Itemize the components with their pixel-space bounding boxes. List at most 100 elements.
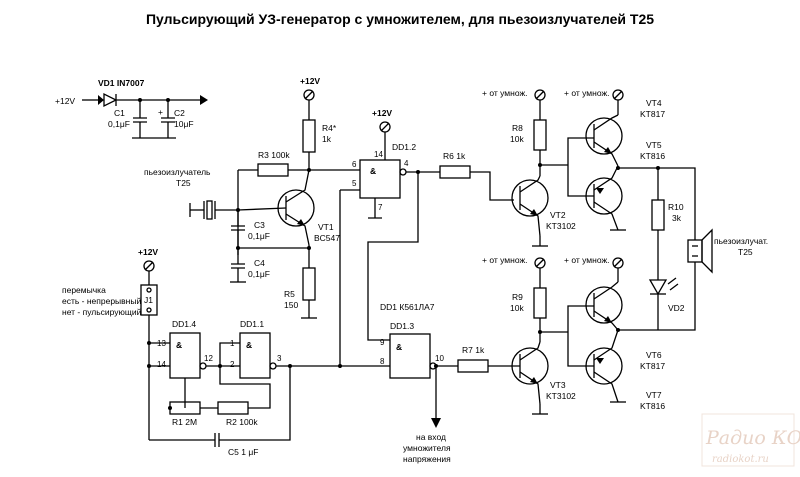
- c2-label: C2: [174, 108, 185, 118]
- c5-label: C5 1 μF: [228, 447, 258, 457]
- r6-label: R6 1k: [443, 151, 466, 161]
- dd11-gate: [239, 332, 271, 379]
- to-mult-3: напряжения: [403, 454, 451, 464]
- r4-value: 1k: [322, 134, 332, 144]
- r4-resistor: [302, 119, 316, 153]
- jumper-label2: есть - непрерывный: [62, 296, 141, 306]
- pin-2: 2: [230, 360, 235, 369]
- vt6-value: KT817: [640, 361, 665, 371]
- plus12-left-label: +12V: [55, 96, 75, 106]
- pin-10: 10: [435, 354, 444, 363]
- c1-value: 0,1μF: [108, 119, 130, 129]
- from-mult-2: + от умнож.: [564, 88, 610, 98]
- pin-5: 5: [352, 179, 357, 188]
- r10-label: R10: [668, 202, 684, 212]
- c2-capacitor: [161, 100, 175, 138]
- plus12-dd12-label: +12V: [372, 108, 392, 118]
- piezo-out-label2: T25: [738, 247, 753, 257]
- dd14-gate: [169, 332, 201, 379]
- r4-label: R4*: [322, 123, 337, 133]
- vd2-label: VD2: [668, 303, 685, 313]
- vt5-value: KT816: [640, 151, 665, 161]
- dd13-amp: &: [396, 342, 402, 352]
- vt2-transistor: [511, 175, 549, 237]
- from-mult-1: + от умнож.: [482, 88, 528, 98]
- power-input-section: +12V VD1 IN7007 C1 0,1μF C2 10μF +: [55, 78, 208, 139]
- vt4-transistor: [585, 114, 623, 167]
- pin-14b: 14: [157, 360, 166, 369]
- vt3-label: VT3: [550, 380, 566, 390]
- c5-capacitor: [149, 366, 291, 447]
- vd1-diode: [103, 92, 118, 108]
- r2-label: R2 100k: [226, 417, 258, 427]
- c2-value: 10μF: [174, 119, 194, 129]
- pin-7: 7: [378, 203, 383, 212]
- vt3-value: KT3102: [546, 391, 576, 401]
- plus12-r4-label: +12V: [300, 76, 320, 86]
- c1-label: C1: [114, 108, 125, 118]
- radiokot-watermark: Радио КОТ radiokot.ru: [701, 413, 800, 467]
- pin-12: 12: [204, 354, 213, 363]
- vt7-label: VT7: [646, 390, 662, 400]
- c2-plus: +: [158, 107, 163, 117]
- dd11-amp: &: [246, 340, 252, 350]
- r6-resistor: [439, 165, 471, 179]
- r8-resistor: [533, 119, 547, 151]
- dd12-label: DD1.2: [392, 142, 416, 152]
- dd11-label: DD1.1: [240, 319, 264, 329]
- r8-label: R8: [512, 123, 523, 133]
- r9-label: R9: [512, 292, 523, 302]
- dd14-label: DD1.4: [172, 319, 196, 329]
- vt5-label: VT5: [646, 140, 662, 150]
- c4-capacitor: [231, 248, 245, 282]
- r7-resistor: [457, 359, 489, 373]
- piezo-in-element: [189, 200, 238, 220]
- vt6-transistor: [585, 281, 623, 331]
- jumper-label1: перемычка: [62, 285, 106, 295]
- jumper-label3: нет - пульсирующий: [62, 307, 142, 317]
- terminal-dd12: +12V: [372, 108, 392, 160]
- r8-value: 10k: [510, 134, 524, 144]
- diagram-title: Пульсирующий УЗ-генератор с умножителем,…: [146, 11, 654, 27]
- watermark-line1: Радио КОТ: [705, 427, 800, 449]
- r9-resistor: [533, 287, 547, 319]
- pin-3: 3: [277, 354, 282, 363]
- vt2-value: KT3102: [546, 221, 576, 231]
- vt1-label: VT1: [318, 222, 334, 232]
- plus12-j1-label: +12V: [138, 247, 158, 257]
- terminal-j1: +12V: [138, 247, 158, 285]
- r5-label: R5: [284, 289, 295, 299]
- r5-value: 150: [284, 300, 298, 310]
- dd13-gate: [389, 333, 431, 379]
- r1-label: R1 2M: [172, 417, 197, 427]
- c4-value: 0,1μF: [248, 269, 270, 279]
- r2-resistor: [217, 401, 249, 415]
- vt7-transistor: [585, 329, 623, 403]
- r3-resistor: [257, 163, 289, 177]
- vt6-label: VT6: [646, 350, 662, 360]
- piezo-out-label: пьезоизлучат.: [714, 236, 768, 246]
- pin-9: 9: [380, 338, 385, 347]
- vd2-led: [648, 279, 668, 296]
- pin-6: 6: [352, 160, 357, 169]
- watermark-line2: radiokot.ru: [712, 454, 769, 465]
- vt1-value: BC547: [314, 233, 340, 243]
- vd1-label: VD1 IN7007: [98, 78, 145, 88]
- pin-4: 4: [404, 159, 409, 168]
- c4-label: C4: [254, 258, 265, 268]
- dd1-label: DD1 К561ЛА7: [380, 302, 435, 312]
- vt2-label: VT2: [550, 210, 566, 220]
- vt5-transistor: [585, 165, 623, 231]
- to-mult-2: умножителя: [403, 443, 451, 453]
- vt4-value: KT817: [640, 109, 665, 119]
- vt4-label: VT4: [646, 98, 662, 108]
- pin-14a: 14: [374, 150, 383, 159]
- vt1-transistor: [237, 169, 315, 246]
- piezo-out-element: [687, 228, 713, 274]
- piezo-in-label2: T25: [176, 178, 191, 188]
- r10-resistor: [651, 199, 665, 231]
- dd12-gate: [359, 159, 401, 199]
- pin-8: 8: [380, 357, 385, 366]
